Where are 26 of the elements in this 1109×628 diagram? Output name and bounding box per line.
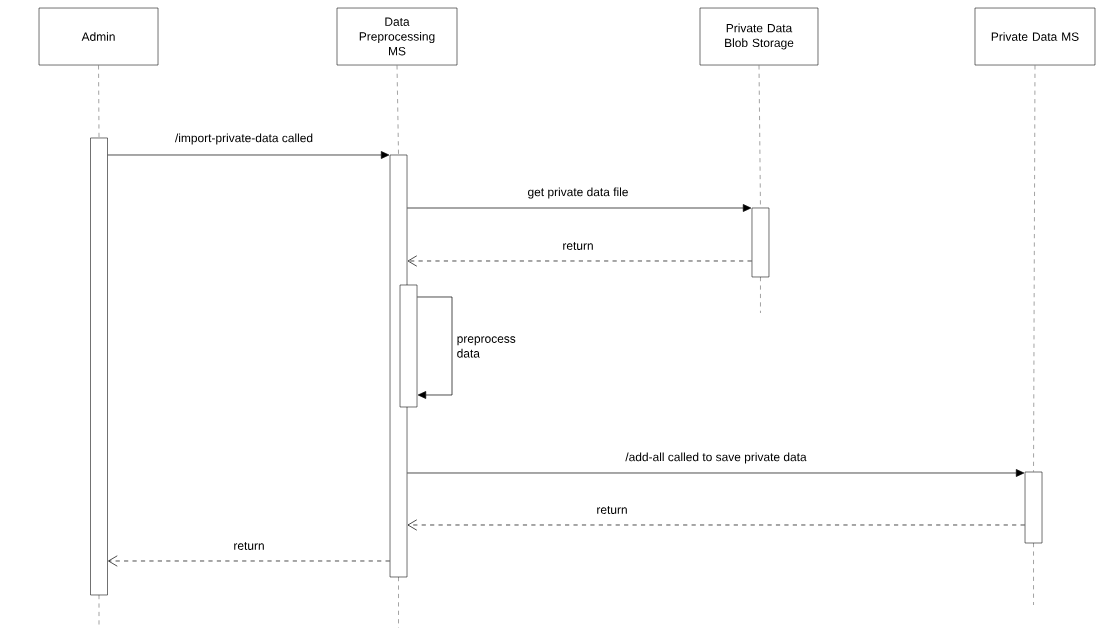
edge-label: preprocess data bbox=[455, 334, 523, 360]
activation-bar bbox=[1024, 471, 1043, 544]
activation-bar bbox=[399, 284, 418, 408]
activation-bar bbox=[751, 207, 770, 278]
lifeline bbox=[1033, 65, 1036, 472]
message-arrow bbox=[107, 151, 390, 159]
participant-box: Admin bbox=[38, 7, 159, 66]
message-arrow bbox=[406, 469, 1025, 477]
lifeline bbox=[758, 65, 761, 208]
message-arrow bbox=[406, 204, 752, 212]
activation-bar bbox=[90, 137, 108, 596]
edge-label: return bbox=[232, 540, 266, 552]
edge-label: return bbox=[561, 240, 595, 252]
edge-label: /add-all called to save private data bbox=[623, 451, 809, 465]
lifeline bbox=[98, 65, 100, 138]
participant-box: Data Preprocessing MS bbox=[336, 7, 458, 66]
message-arrow bbox=[416, 296, 453, 399]
participant-box: Private Data Blob Storage bbox=[699, 7, 819, 66]
edge-label: get private data file bbox=[526, 186, 630, 200]
message-arrow bbox=[108, 555, 391, 567]
participant-box: Private Data MS bbox=[974, 7, 1096, 66]
edge-label: return bbox=[595, 504, 629, 516]
lifeline bbox=[396, 65, 399, 155]
message-arrow bbox=[407, 519, 1026, 531]
message-arrow bbox=[407, 255, 753, 267]
edge-label: /import-private-data called bbox=[173, 132, 315, 146]
